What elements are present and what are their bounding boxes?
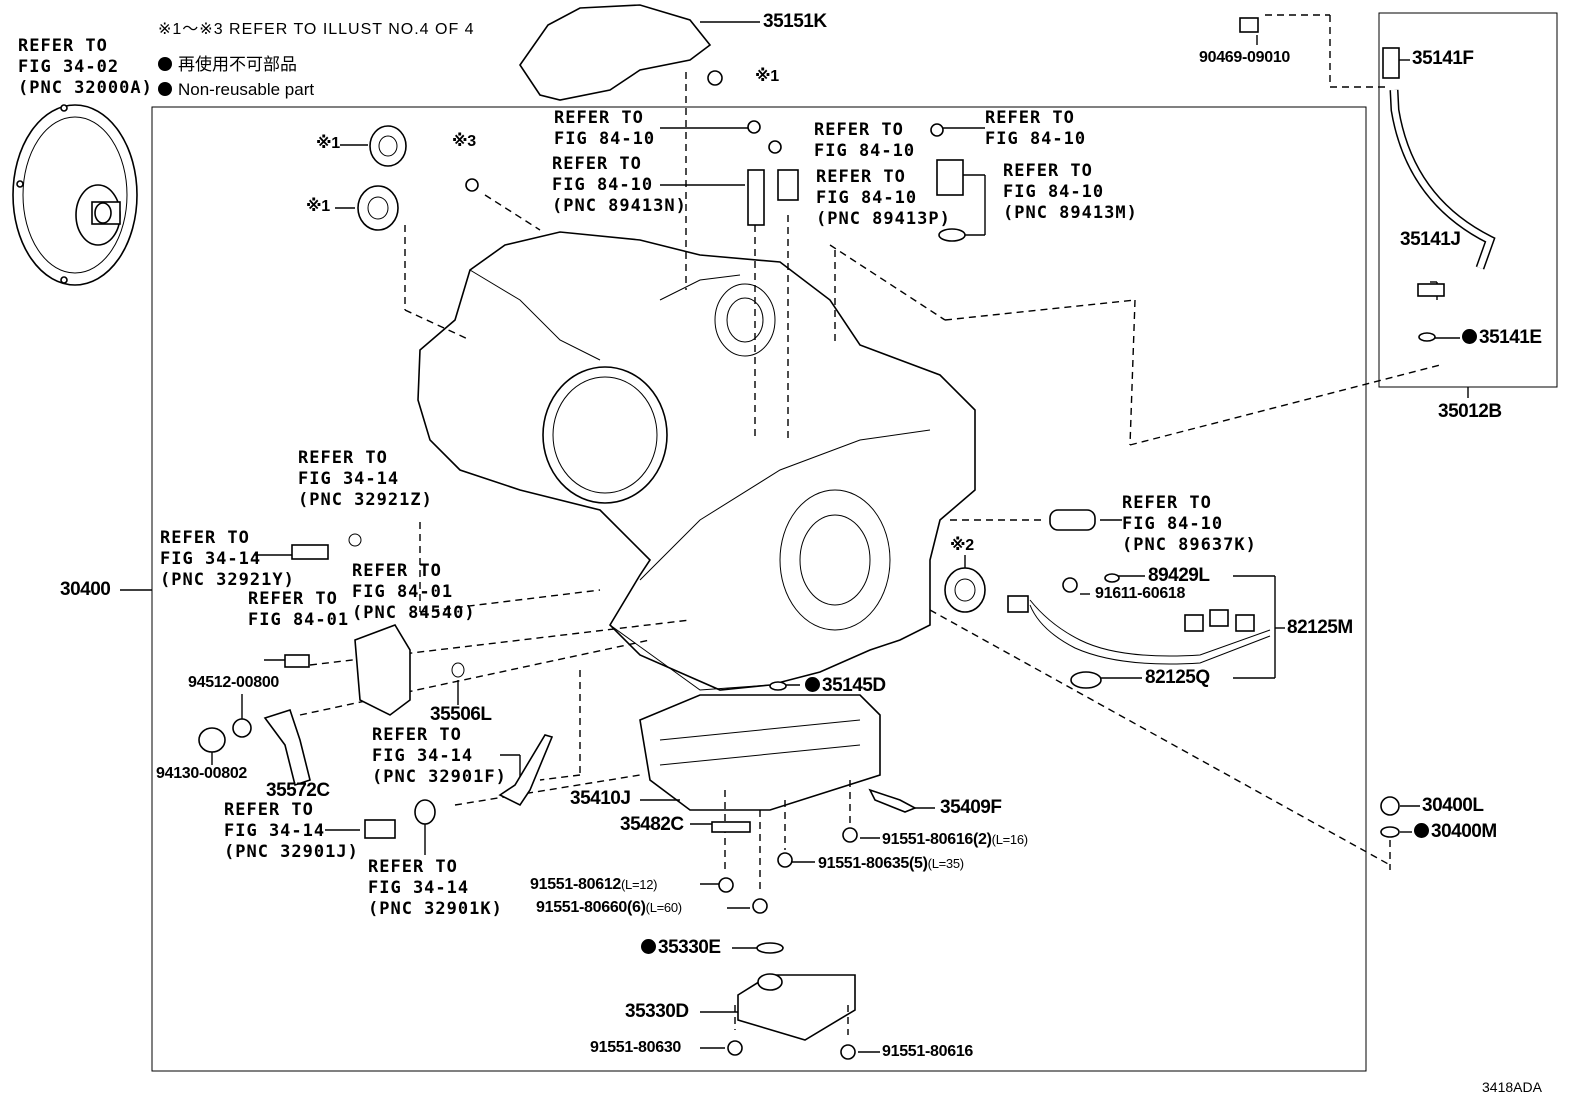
oil-strainer-drawing	[737, 973, 856, 1041]
part-94130-00802[interactable]: 94130-00802	[156, 765, 248, 782]
ref-fig-84-10-89637k[interactable]: REFER TO FIG 84-10 (PNC 89637K)	[1122, 493, 1257, 555]
part-91551-80660-length: (L=60)	[645, 900, 682, 915]
ref-fig-84-10-89413p[interactable]: REFER TO FIG 84-10 (PNC 89413P)	[816, 167, 951, 229]
part-91551-80616-2-number: 91551-80616(2)	[882, 831, 992, 848]
part-35145d[interactable]: 35145D	[805, 676, 886, 695]
part-82125q[interactable]: 82125Q	[1145, 667, 1210, 688]
wire-harness	[1029, 599, 1271, 657]
part-91551-80635[interactable]: 91551-80635(5)(L=35)	[818, 856, 964, 872]
non-reusable-dot-icon	[641, 939, 656, 954]
ref-fig-34-14-32921z[interactable]: REFER TO FIG 34-14 (PNC 32921Z)	[298, 448, 433, 510]
part-35145d-label: 35145D	[822, 675, 886, 696]
part-35012b[interactable]: 35012B	[1438, 401, 1502, 422]
part-35506l[interactable]: 35506L	[430, 704, 492, 725]
ref-fig-34-14-32901f[interactable]: REFER TO FIG 34-14 (PNC 32901F)	[372, 725, 507, 787]
part-91551-80635-number: 91551-80635(5)	[818, 855, 928, 872]
part-35330e[interactable]: 35330E	[641, 938, 721, 957]
mark-1-seal-a: ※1	[316, 135, 340, 152]
part-35151k[interactable]: 35151K	[763, 11, 827, 32]
part-91551-80616[interactable]: 91551-80616	[882, 1043, 974, 1060]
ref-fig-84-01[interactable]: REFER TO FIG 84-01	[248, 589, 350, 630]
non-reusable-dot-icon	[805, 677, 820, 692]
legend-english: Non-reusable part	[158, 81, 314, 98]
torque-converter-drawing	[12, 104, 138, 286]
ref-fig-34-02[interactable]: REFER TO FIG 34-02 (PNC 32000A)	[18, 36, 153, 98]
legend-english-text: Non-reusable part	[178, 80, 315, 99]
assembly-frame	[151, 106, 1367, 1072]
part-35141f[interactable]: 35141F	[1412, 48, 1474, 69]
part-30400[interactable]: 30400	[60, 579, 111, 600]
oil-seal-1	[369, 125, 407, 167]
strainer-oring-drawing	[756, 942, 784, 954]
part-35410j[interactable]: 35410J	[570, 788, 631, 809]
part-35141e-label: 35141E	[1479, 327, 1542, 348]
part-82125m[interactable]: 82125M	[1287, 617, 1353, 638]
duct-drawing	[519, 4, 712, 101]
oil-seal-3	[944, 567, 986, 613]
part-35330d[interactable]: 35330D	[625, 1001, 689, 1022]
assembly-dash-lines	[299, 14, 1441, 1035]
diagram-id: 3418ADA	[1482, 1079, 1542, 1095]
part-91611-60618[interactable]: 91611-60618	[1095, 585, 1186, 602]
legend-japanese-text: 再使用不可部品	[178, 55, 297, 74]
ref-fig-84-01-84540[interactable]: REFER TO FIG 84-01 (PNC 84540)	[352, 561, 476, 623]
part-91551-80616-2-length: (L=16)	[991, 832, 1028, 847]
ref-fig-84-10-89413m[interactable]: REFER TO FIG 84-10 (PNC 89413M)	[1003, 161, 1138, 223]
part-35572c[interactable]: 35572C	[266, 780, 330, 801]
part-90469-09010[interactable]: 90469-09010	[1199, 49, 1291, 66]
valve-body-drawing	[639, 694, 881, 811]
mark-1-seal-b: ※1	[306, 198, 330, 215]
part-30400l[interactable]: 30400L	[1422, 795, 1484, 816]
ref-fig-84-10-a[interactable]: REFER TO FIG 84-10	[554, 108, 656, 149]
part-91551-80630[interactable]: 91551-80630	[590, 1039, 682, 1056]
part-91551-80612-length: (L=12)	[621, 877, 658, 892]
harness-oring	[1070, 671, 1102, 689]
mark-2: ※2	[950, 537, 974, 554]
part-30400m-label: 30400M	[1431, 821, 1497, 842]
part-94512-00800[interactable]: 94512-00800	[188, 674, 280, 691]
illust-reference-note: ※1～※3 REFER TO ILLUST NO.4 OF 4	[158, 21, 475, 38]
transaxle-case-drawing	[417, 231, 976, 691]
ref-fig-84-10-b[interactable]: REFER TO FIG 84-10	[814, 120, 916, 161]
legend-japanese: 再使用不可部品	[158, 56, 297, 73]
part-35141e[interactable]: 35141E	[1462, 328, 1542, 347]
non-reusable-dot-icon	[158, 82, 172, 96]
bolt-icons	[198, 17, 1445, 1060]
part-35409f[interactable]: 35409F	[940, 797, 1002, 818]
part-35330e-label: 35330E	[658, 937, 721, 958]
mark-1-bolt: ※1	[755, 68, 779, 85]
part-35141j[interactable]: 35141J	[1400, 229, 1461, 250]
part-91551-80660-number: 91551-80660(6)	[536, 899, 646, 916]
oil-seal-2	[357, 185, 399, 231]
part-91551-80612[interactable]: 91551-80612(L=12)	[530, 877, 657, 893]
ref-fig-84-10-89413n[interactable]: REFER TO FIG 84-10 (PNC 89413N)	[552, 154, 687, 216]
part-89429l[interactable]: 89429L	[1148, 565, 1210, 586]
mark-3: ※3	[452, 133, 476, 150]
ref-fig-34-14-32901k[interactable]: REFER TO FIG 34-14 (PNC 32901K)	[368, 857, 503, 919]
ref-fig-34-14-32921y[interactable]: REFER TO FIG 34-14 (PNC 32921Y)	[160, 528, 295, 590]
part-91551-80612-number: 91551-80612	[530, 876, 622, 893]
non-reusable-dot-icon	[1462, 329, 1477, 344]
ref-fig-34-14-32901j[interactable]: REFER TO FIG 34-14 (PNC 32901J)	[224, 800, 359, 862]
part-91551-80616-2[interactable]: 91551-80616(2)(L=16)	[882, 832, 1028, 848]
non-reusable-dot-icon	[158, 57, 172, 71]
non-reusable-dot-icon	[1414, 823, 1429, 838]
part-91551-80635-length: (L=35)	[927, 856, 964, 871]
part-91551-80660[interactable]: 91551-80660(6)(L=60)	[536, 900, 682, 916]
part-35482c[interactable]: 35482C	[620, 814, 684, 835]
part-30400m[interactable]: 30400M	[1414, 822, 1497, 841]
ref-fig-84-10-c[interactable]: REFER TO FIG 84-10	[985, 108, 1087, 149]
